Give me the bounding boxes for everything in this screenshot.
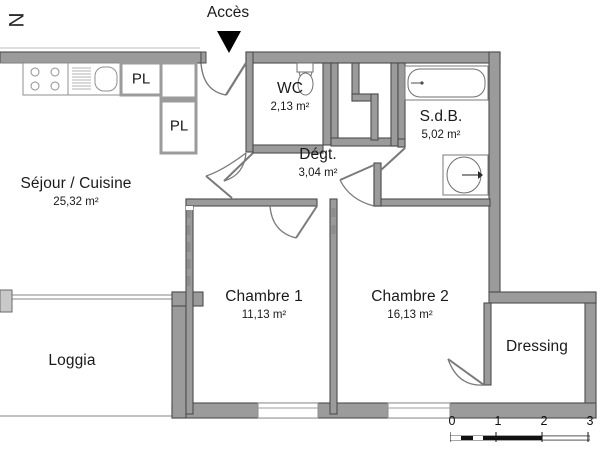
chambre2-door bbox=[339, 164, 375, 207]
scale-tick-3: 3 bbox=[586, 414, 594, 428]
entry-door bbox=[200, 62, 247, 96]
room-label-sejour-cuisine: Séjour / Cuisine 25,32 m² bbox=[20, 175, 131, 209]
closet-label-pl-1: PL bbox=[131, 70, 151, 88]
scale-bar bbox=[449, 428, 591, 446]
room-name: WC bbox=[276, 80, 304, 97]
degagement-sejour-door bbox=[205, 152, 247, 199]
room-label-dressing: Dressing bbox=[506, 338, 568, 359]
room-label-chambre-2: Chambre 2 16,13 m² bbox=[371, 288, 449, 322]
walls bbox=[0, 51, 597, 419]
scale-bar-graphic bbox=[449, 432, 591, 442]
room-name: Chambre 1 bbox=[225, 288, 303, 305]
room-name: Dressing bbox=[506, 338, 568, 355]
room-area: 11,13 m² bbox=[241, 308, 287, 321]
toilet-fixture bbox=[296, 62, 314, 96]
room-name: S.d.B. bbox=[419, 108, 463, 125]
room-label-wc: WC 2,13 m² bbox=[271, 80, 310, 114]
room-label-degagement: Dégt. 3,04 m² bbox=[299, 146, 338, 180]
room-area: 25,32 m² bbox=[53, 195, 99, 208]
kitchen-counter bbox=[22, 62, 122, 96]
sdb-door bbox=[380, 147, 406, 171]
room-name: Loggia bbox=[48, 352, 96, 369]
north-arrow-icon: N bbox=[5, 12, 29, 28]
room-area: 5,02 m² bbox=[421, 128, 461, 141]
entry-access-label: Accès bbox=[206, 4, 250, 21]
room-area: 16,13 m² bbox=[387, 308, 433, 321]
window-openings bbox=[186, 206, 451, 419]
room-label-sdb: S.d.B. 5,02 m² bbox=[420, 108, 463, 142]
room-label-loggia: Loggia bbox=[48, 352, 95, 373]
room-area: 2,13 m² bbox=[270, 100, 310, 113]
loggia-outline bbox=[0, 289, 178, 417]
entry-arrow-icon bbox=[216, 30, 242, 54]
chambre1-door bbox=[269, 205, 318, 239]
scale-tick-0: 0 bbox=[448, 414, 456, 428]
entry-jamb bbox=[200, 51, 207, 64]
room-label-chambre-1: Chambre 1 11,13 m² bbox=[225, 288, 303, 322]
closet-label-pl-2: PL bbox=[169, 117, 189, 135]
room-name: Séjour / Cuisine bbox=[20, 175, 132, 192]
bathtub-fixture bbox=[404, 65, 489, 101]
closet-cell bbox=[159, 61, 198, 100]
dressing-door bbox=[447, 358, 485, 386]
room-area: 3,04 m² bbox=[298, 166, 338, 179]
closet-pl-2-shape bbox=[159, 99, 198, 155]
washbasin-fixture bbox=[442, 154, 489, 196]
room-name: Chambre 2 bbox=[371, 288, 449, 305]
scale-tick-2: 2 bbox=[540, 414, 548, 428]
down-triangle-icon bbox=[217, 31, 241, 53]
wc-door bbox=[223, 152, 254, 182]
room-name: Dégt. bbox=[299, 146, 337, 163]
scale-tick-1: 1 bbox=[494, 414, 502, 428]
